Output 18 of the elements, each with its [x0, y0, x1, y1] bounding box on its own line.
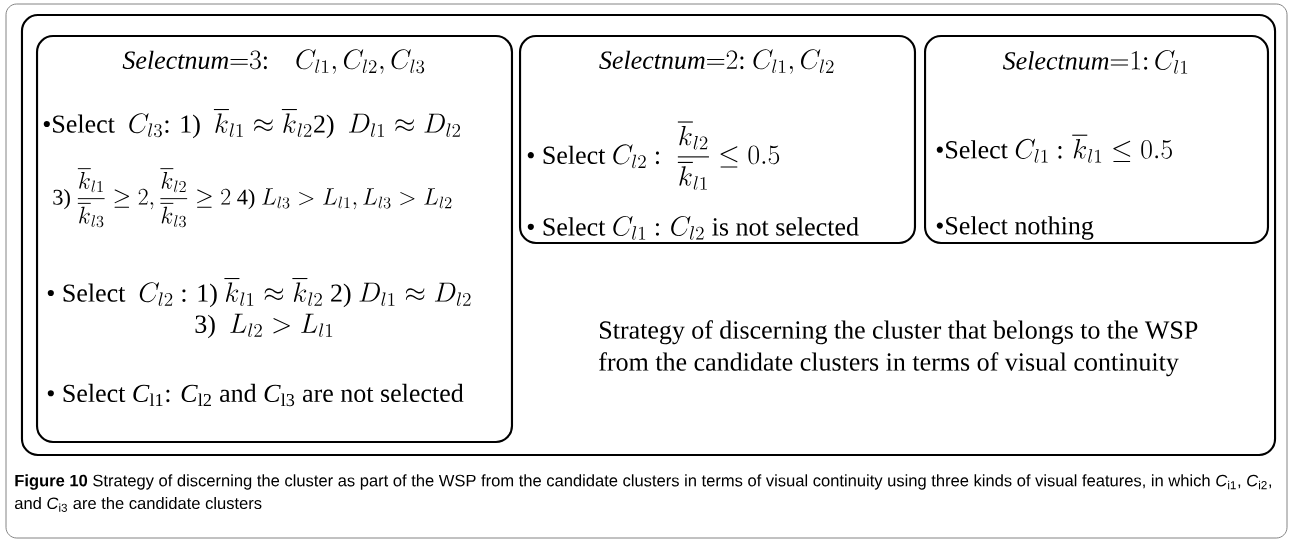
formula-text: $\mathit{Selectnum}{=}1\text{:}\,C_{l1}$	[1002, 49, 1188, 74]
formula-text: $\text{•Select }\ C_{l3}\text{: 1) }\ \overline{k}_{l1}\approx\overline{k}_{l2}\text{2) }\ D_{l1}\approx D_{l2}$	[43, 109, 461, 139]
formula-text: $\mathit{Selectnum}{=}3\text{:}\quad C_{l1},C_{l2},C_{l3}$	[122, 49, 425, 75]
formula-text: $\text{3) }\dfrac{\overline{k}_{l1}}{\overline{k}_{l3}}\geq 2,\dfrac{\overline{k}_{l2}}{\overline{k}_{l3}}\geq 2\text{ 4) }L_{l3}>L_{l1},L_{l3}>L_{l2}$	[53, 168, 452, 228]
panel-box	[20, 13, 1277, 457]
formula-text: $\text{3) }\ L_{l2}>L_{l1}$	[195, 313, 333, 339]
body-text: • Select C$_{l1}$: C$_{l2}$ and C$_{l3}$ are not selected	[47, 383, 464, 407]
body-text: •Select nothing	[936, 216, 1094, 240]
body-text: Strategy of discerning the cluster that belongs to the WSP from the candidate clusters in terms of visual continuity	[599, 320, 1198, 377]
formula-text: $\text{• Select }C_{l1}\text{ : }C_{l2}\text{ is not selected}$	[527, 215, 859, 240]
formula-text: $\text{• Select }C_{l2}\text{ : }\ \dfrac{\overline{k}_{l2}}{\overline{k}_{l1}}\leq 0.5$	[527, 122, 780, 190]
figure-caption: Figure 10 Strategy of discerning the cluster as part of the WSP from the candidate clusters in terms of visual continuity using three kinds of visual features, in which C$_{i1}$, C$_{i2}$, and C$_{i3}$ are the candidate clusters	[15, 474, 1272, 512]
formula-text: $\text{• Select }\ C_{l2}\text{ : 1) }\overline{k}_{l1}\approx\overline{k}_{l2}\text{ 2) }D_{l1}\approx D_{l2}$	[47, 278, 471, 308]
formula-text: $\mathit{Selectnum}{=}2\text{:}\ C_{l1},C_{l2}$	[599, 49, 834, 75]
panel-box	[35, 34, 514, 444]
panel-box	[518, 34, 917, 245]
formula-text: $\text{•Select }C_{l1}\text{ : }\overline{k}_{l1}\leq 0.5$	[936, 135, 1172, 163]
panel-box	[923, 34, 1270, 245]
